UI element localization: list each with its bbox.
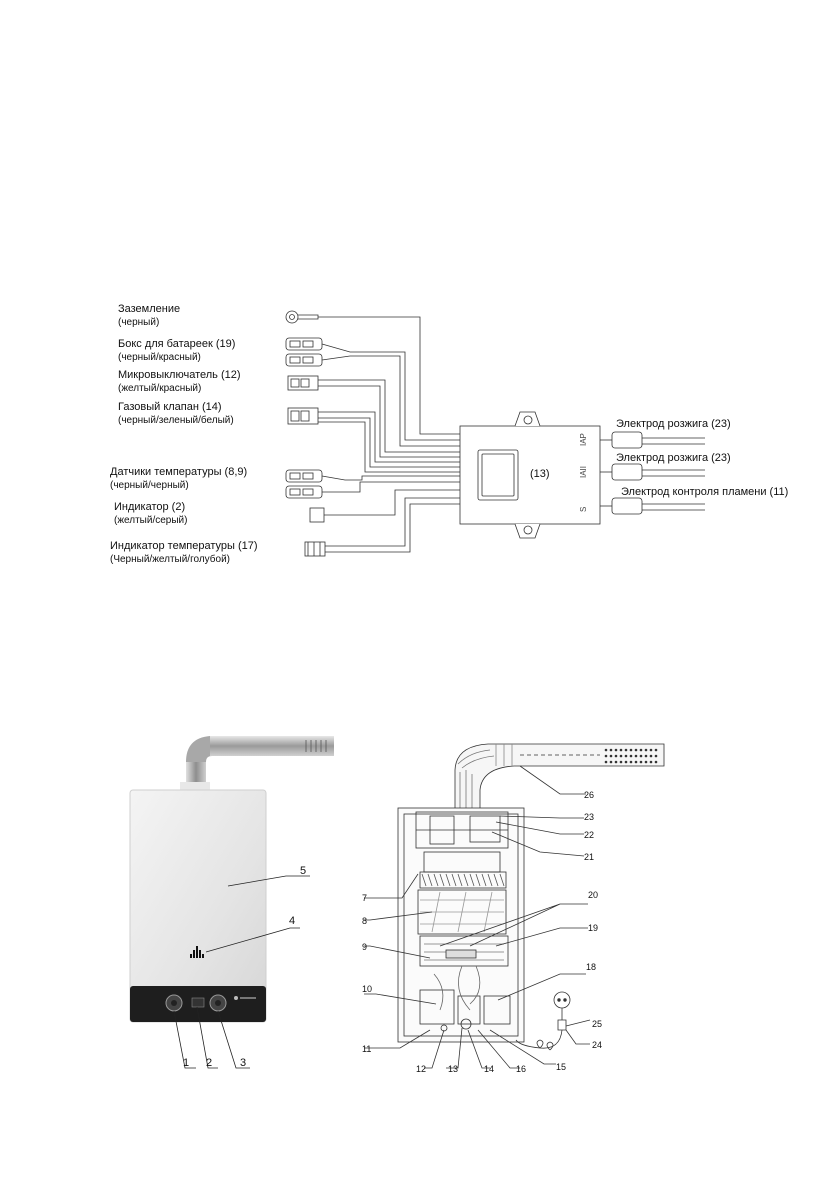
ground-colors: (черный) bbox=[118, 317, 160, 328]
battery-connector-icon bbox=[285, 337, 460, 447]
display-icon bbox=[191, 997, 205, 1008]
callout-10: 10 bbox=[362, 984, 372, 994]
front-callout-3: 3 bbox=[240, 1057, 246, 1069]
temperature-sensor-connector-icon bbox=[285, 469, 460, 499]
microswitch-label: Микровыключатель (12) (желтый/красный) bbox=[118, 369, 241, 395]
temperature-sensors-label: Датчики температуры (8,9) (черный/черный… bbox=[110, 466, 247, 492]
gas-valve-title: Газовый клапан (14) bbox=[118, 401, 222, 413]
callout-20: 20 bbox=[588, 890, 598, 900]
electrode-leads bbox=[600, 431, 705, 515]
flue-pipe bbox=[180, 736, 334, 794]
microswitch-title: Микровыключатель (12) bbox=[118, 369, 241, 381]
flue-vent-holes-icon bbox=[604, 748, 658, 764]
ground-lug-icon bbox=[285, 310, 460, 435]
indicator-colors: (желтый/серый) bbox=[114, 515, 188, 526]
temperature-indicator-title: Индикатор температуры (17) bbox=[110, 540, 258, 552]
temperature-indicator-connector-icon bbox=[304, 497, 460, 557]
indicator-connector-icon bbox=[309, 489, 460, 523]
gas-valve-colors: (черный/зеленый/белый) bbox=[118, 415, 234, 426]
temperature-sensors-title: Датчики температуры (8,9) bbox=[110, 466, 248, 478]
port-mark-iaii: IAII bbox=[579, 466, 588, 478]
front-callout-5: 5 bbox=[300, 865, 306, 877]
callout-25: 25 bbox=[592, 1019, 602, 1029]
temperature-sensors-colors: (черный/черный) bbox=[110, 480, 189, 491]
heater-frame bbox=[397, 807, 525, 1043]
ignition-electrode-label-2: Электрод розжига (23) bbox=[616, 452, 731, 464]
callout-11: 11 bbox=[362, 1044, 371, 1054]
front-callout-4: 4 bbox=[289, 915, 295, 927]
callout-24: 24 bbox=[592, 1040, 602, 1050]
controller-label: (13) bbox=[530, 468, 550, 480]
callout-8: 8 bbox=[362, 916, 367, 926]
callout-9: 9 bbox=[362, 942, 367, 952]
flame-indicator-icon bbox=[190, 946, 204, 958]
callout-16: 16 bbox=[516, 1064, 526, 1074]
callout-14: 14 bbox=[484, 1064, 494, 1074]
ground-title: Заземление bbox=[118, 303, 181, 315]
gas-valve-label: Газовый клапан (14) (черный/зеленый/белы… bbox=[118, 401, 234, 427]
callout-23: 23 bbox=[584, 812, 594, 822]
flexible-flue-hose bbox=[454, 743, 665, 808]
temperature-indicator-label: Индикатор температуры (17) (Черный/желты… bbox=[110, 540, 258, 566]
temperature-indicator-colors: (Черный/желтый/голубой) bbox=[110, 554, 230, 565]
ground-label: Заземление (черный) bbox=[118, 303, 180, 329]
callout-7: 7 bbox=[362, 893, 367, 903]
port-mark-s: S bbox=[579, 507, 588, 512]
callout-26: 26 bbox=[584, 790, 594, 800]
brand-logo-icon bbox=[234, 996, 256, 1000]
callout-19: 19 bbox=[588, 923, 598, 933]
battery-box-title: Бокс для батареек (19) bbox=[118, 338, 236, 350]
callout-12: 12 bbox=[416, 1064, 426, 1074]
flame-control-electrode-label: Электрод контроля пламени (11) bbox=[621, 486, 789, 498]
ignition-electrode-label-1: Электрод розжига (23) bbox=[616, 418, 731, 430]
callout-21: 21 bbox=[584, 852, 594, 862]
microswitch-colors: (желтый/красный) bbox=[118, 383, 202, 394]
front-callout-1: 1 bbox=[183, 1057, 189, 1069]
callout-18: 18 bbox=[586, 962, 596, 972]
battery-box-colors: (черный/красный) bbox=[118, 352, 201, 363]
left-knob-icon bbox=[165, 994, 183, 1012]
callout-15: 15 bbox=[556, 1062, 566, 1072]
front-callout-2: 2 bbox=[206, 1057, 212, 1069]
controller-box bbox=[459, 411, 601, 539]
callout-lines bbox=[364, 765, 591, 1069]
power-plug-icon bbox=[515, 991, 571, 1051]
port-mark-iap: IAP bbox=[579, 433, 588, 446]
microswitch-connector-icon bbox=[287, 375, 460, 458]
callout-13: 13 bbox=[448, 1064, 458, 1074]
callout-22: 22 bbox=[584, 830, 594, 840]
indicator-title: Индикатор (2) bbox=[114, 501, 186, 513]
gas-valve-connector-icon bbox=[287, 407, 460, 473]
indicator-label: Индикатор (2) (желтый/серый) bbox=[114, 501, 187, 527]
battery-box-label: Бокс для батареек (19) (черный/красный) bbox=[118, 338, 235, 364]
